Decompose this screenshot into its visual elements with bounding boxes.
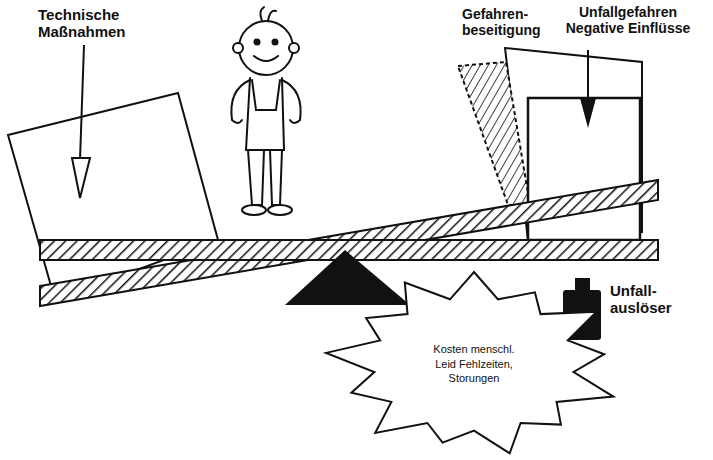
hazard-removal-label: Gefahren- beseitigung (462, 6, 556, 38)
measure-label: Technische Maßnahmen (38, 6, 150, 41)
trigger-label: Unfall- auslöser (610, 282, 706, 317)
hazard-label: Unfallgefahren Negative Einflüsse (548, 4, 708, 36)
burst-shape: Kosten menschl. Leid Fehlzeiten, Storung… (322, 262, 626, 458)
burst-text: Kosten menschl. Leid Fehlzeiten, Storung… (426, 342, 522, 387)
